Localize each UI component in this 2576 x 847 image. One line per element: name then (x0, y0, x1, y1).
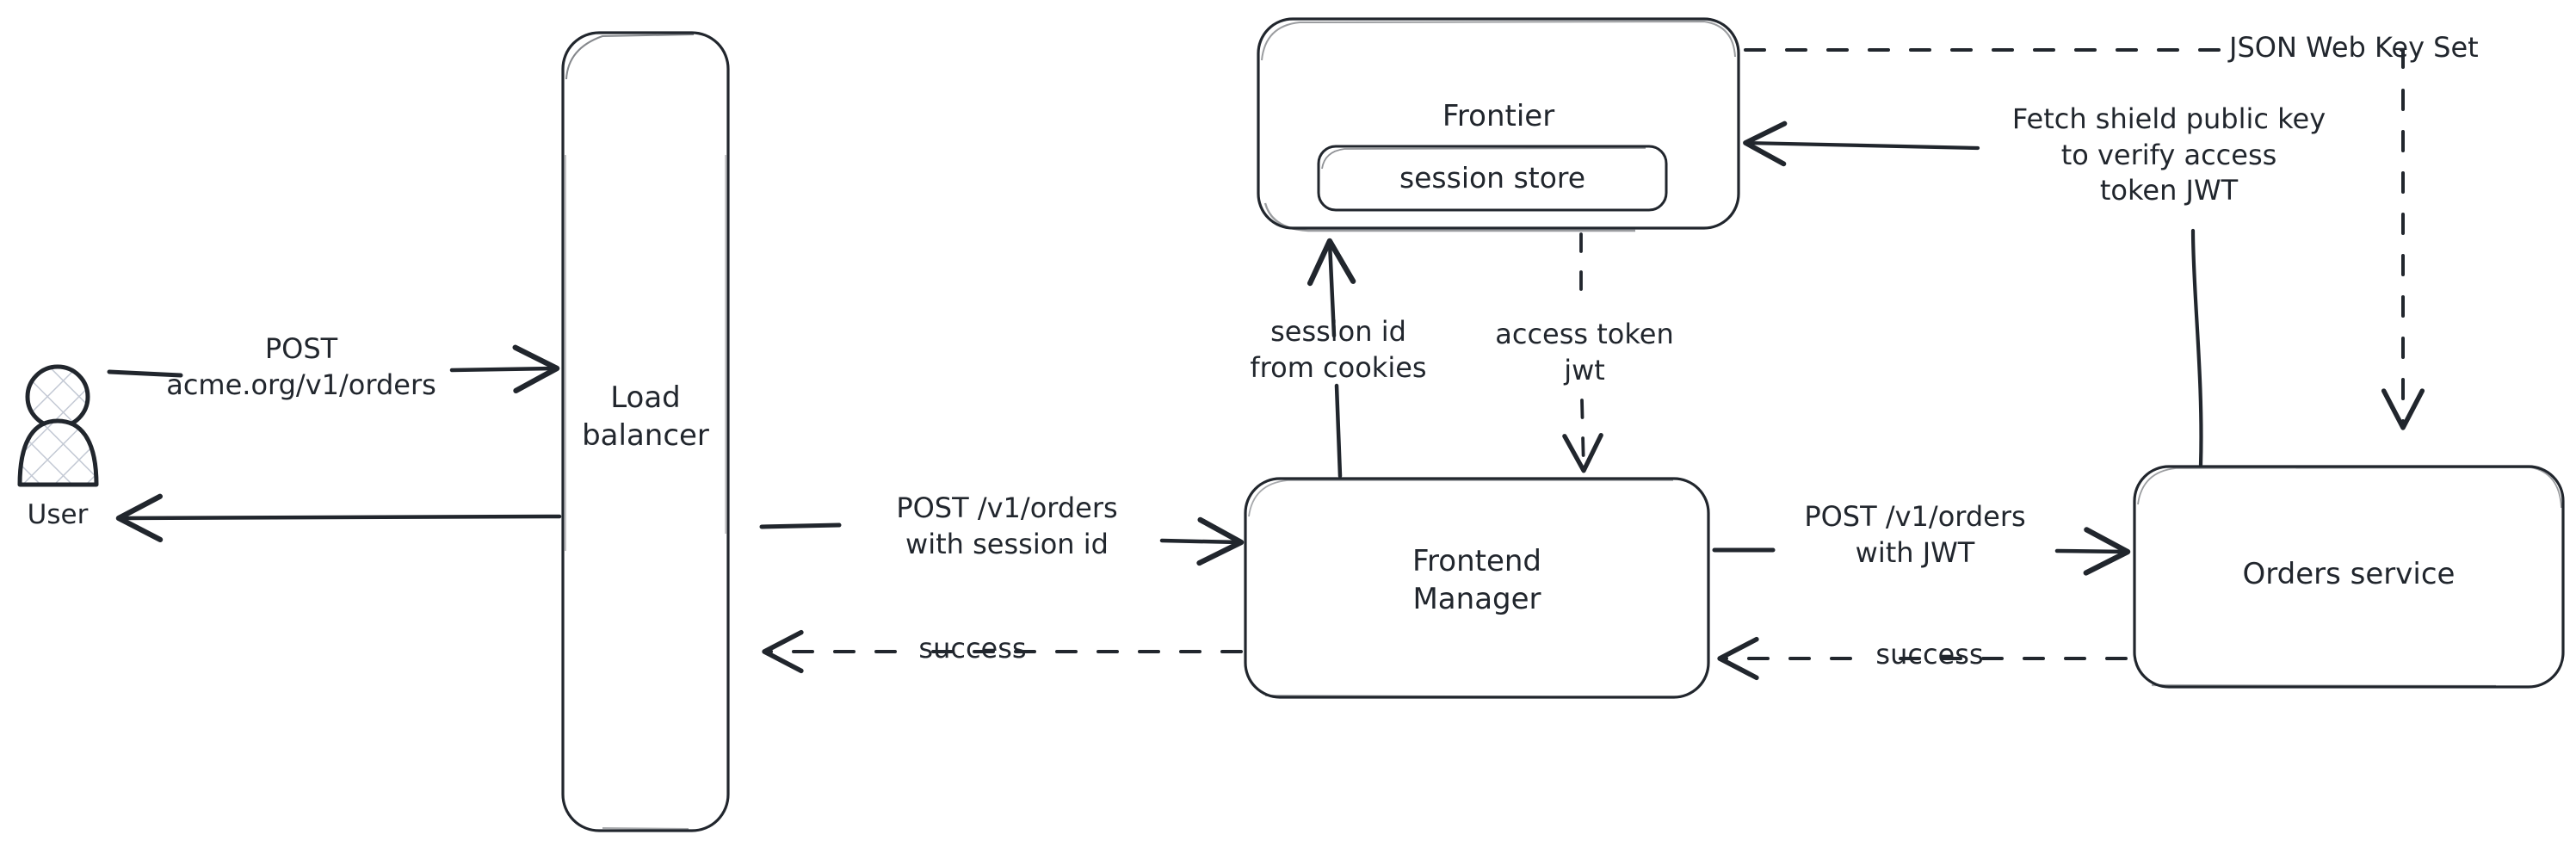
person-icon (17, 364, 99, 487)
edge-frontend-manager-to-orders-service-line (1712, 527, 2131, 576)
edge-orders-service-fetch-key-line (1743, 121, 2203, 467)
edge-load-balancer-to-frontend-manager-line (759, 516, 1245, 566)
load-balancer-shape[interactable] (561, 31, 730, 832)
edge-frontier-jwks-line (1744, 48, 2425, 430)
orders-service-shape[interactable] (2133, 465, 2565, 689)
frontier-shape[interactable] (1257, 17, 1740, 232)
edge-frontend-manager-to-frontier-line (1307, 238, 1356, 479)
frontend-manager-shape[interactable] (1244, 477, 1710, 699)
edge-frontier-to-frontend-manager-line (1562, 232, 1603, 473)
edge-load-balancer-to-user-line (115, 493, 562, 543)
edge-user-to-load-balancer-line (107, 344, 560, 393)
